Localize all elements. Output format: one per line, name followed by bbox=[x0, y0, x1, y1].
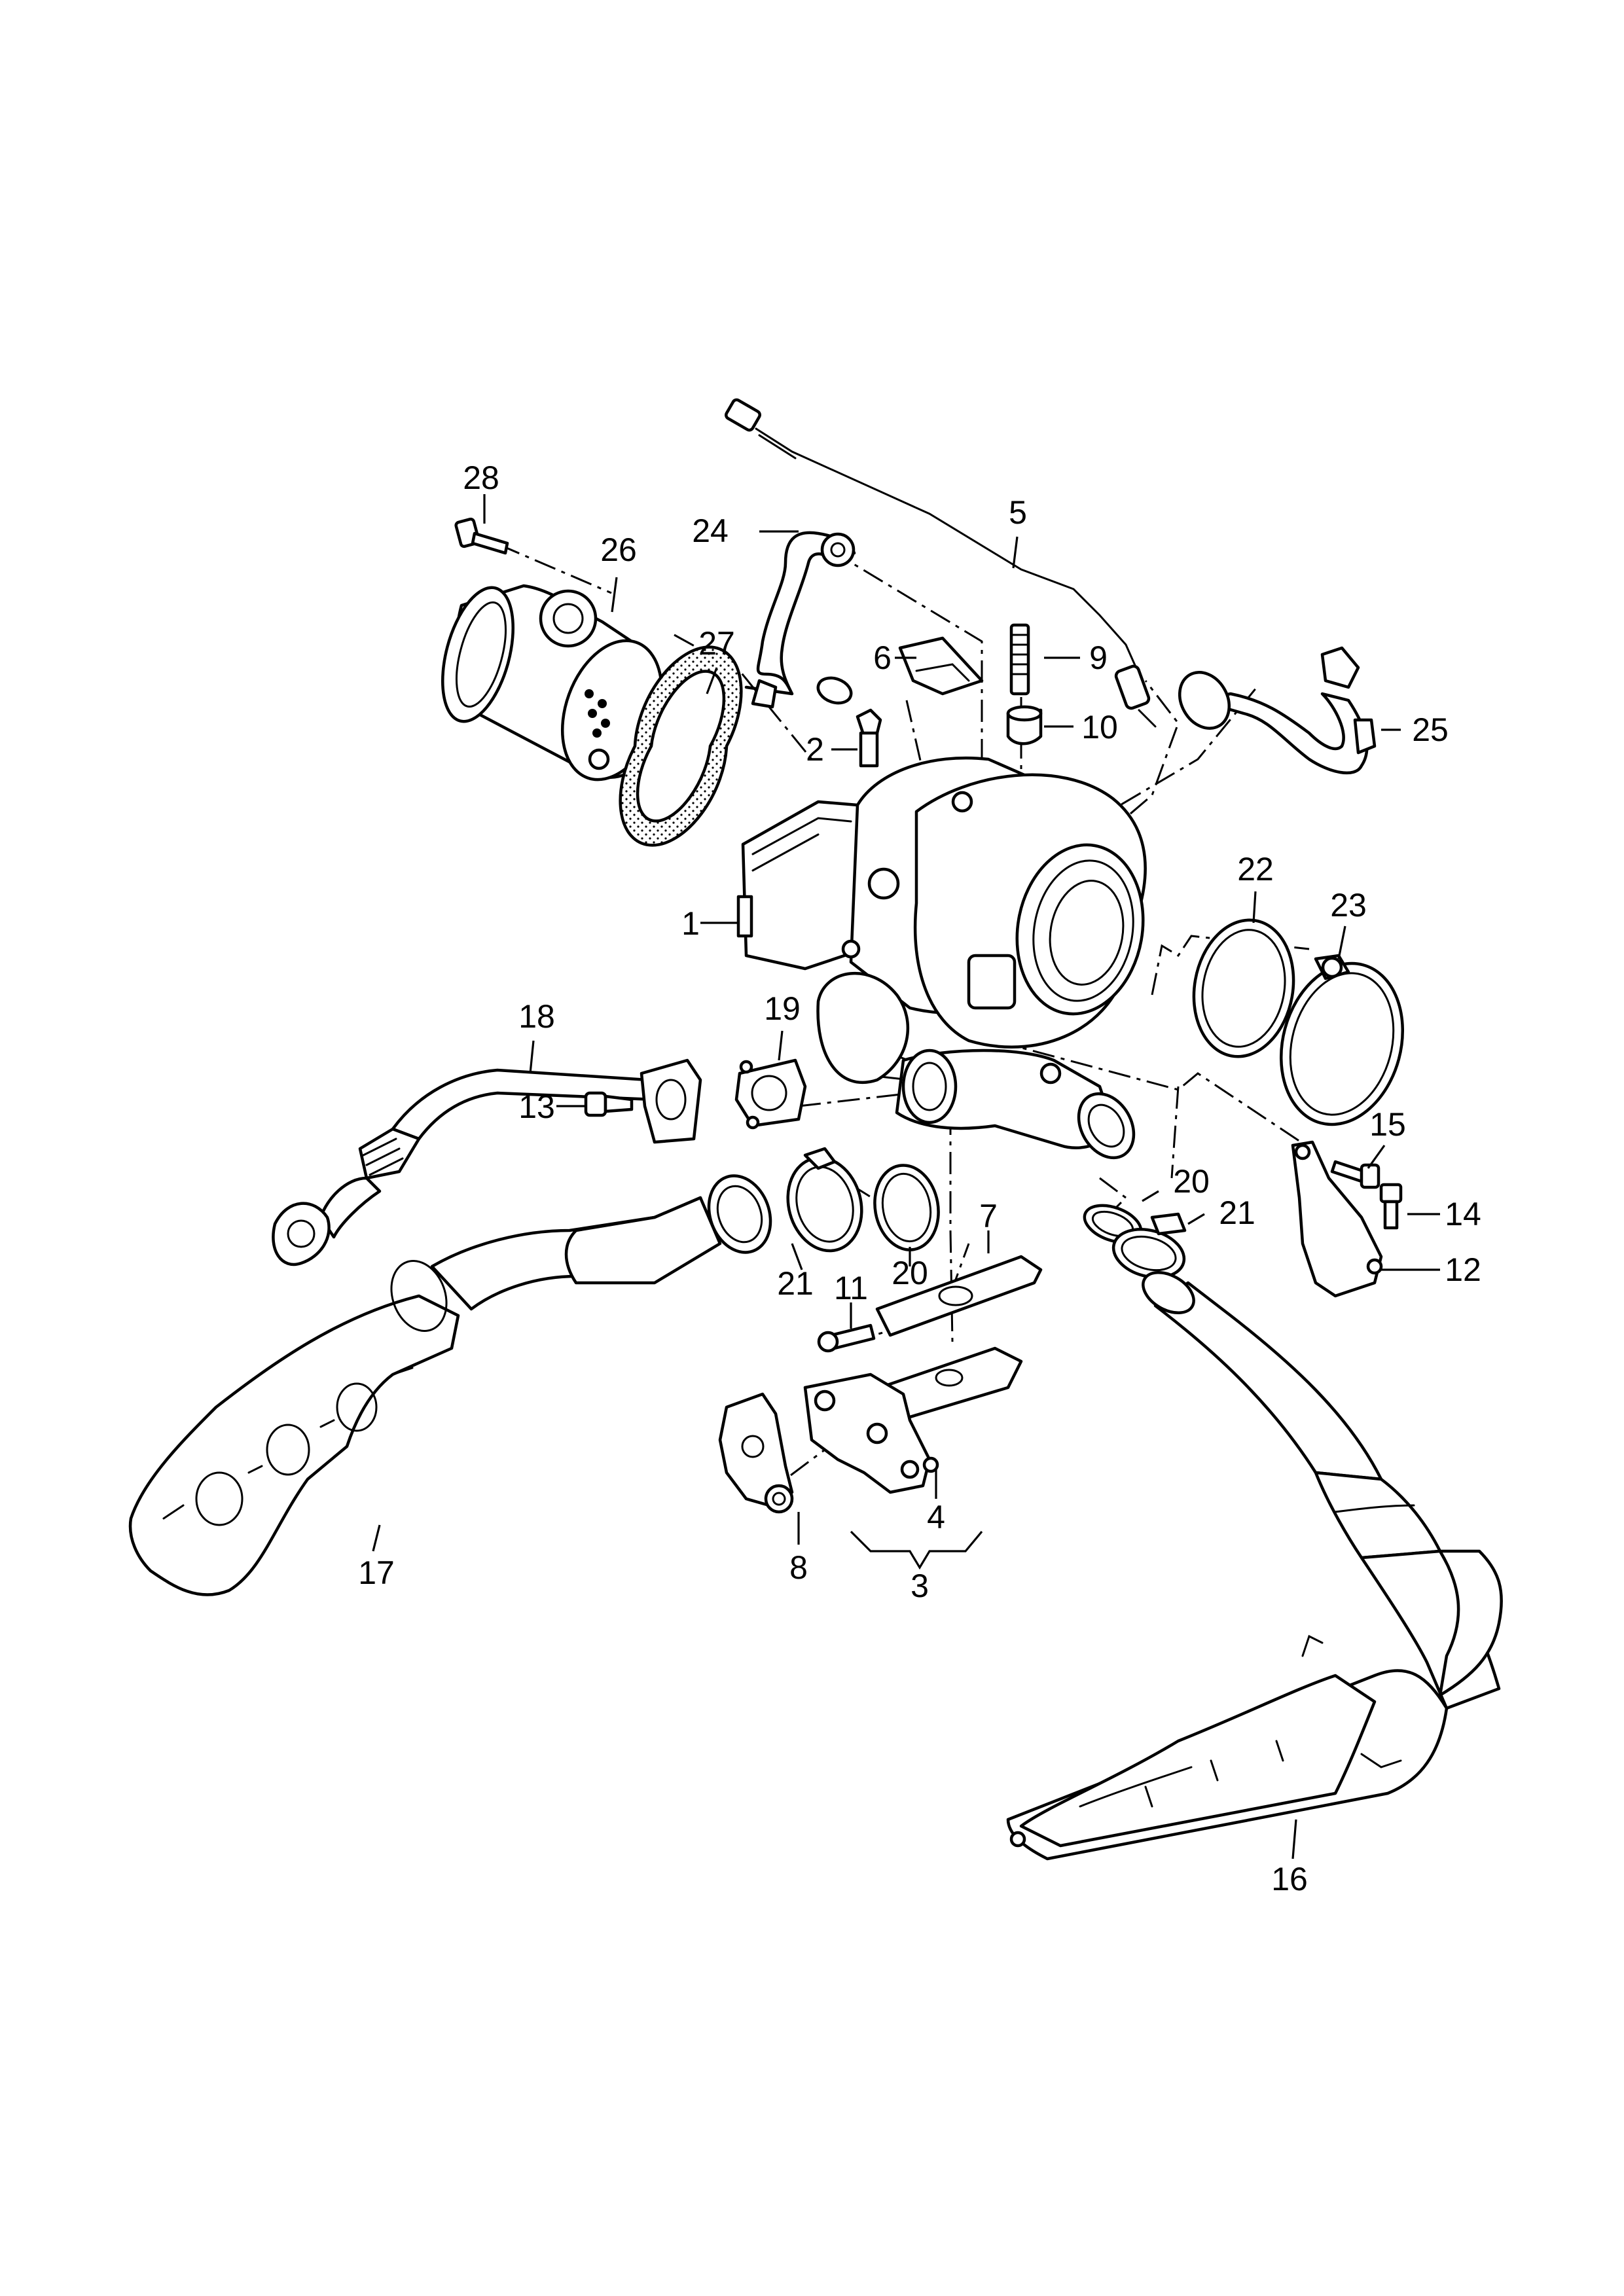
callout-17: 17 bbox=[358, 1554, 395, 1591]
callout-8: 8 bbox=[789, 1549, 808, 1586]
bolt-28 bbox=[454, 517, 509, 555]
clamp-21-left bbox=[786, 1147, 863, 1253]
coolant-pipe-24 bbox=[744, 531, 856, 705]
callout-6: 6 bbox=[873, 639, 892, 676]
seal-ring-22 bbox=[1192, 918, 1295, 1058]
callout-15: 15 bbox=[1369, 1106, 1406, 1143]
gasket-19 bbox=[734, 1058, 807, 1130]
callout-labels: 28 26 27 24 5 6 9 10 2 25 1 22 23 18 19 … bbox=[358, 459, 1481, 1897]
callout-21-left: 21 bbox=[777, 1265, 814, 1302]
callout-5: 5 bbox=[1009, 494, 1027, 531]
callout-22: 22 bbox=[1237, 851, 1274, 888]
callout-20-right: 20 bbox=[1173, 1163, 1210, 1200]
callout-14: 14 bbox=[1445, 1196, 1481, 1232]
callout-28: 28 bbox=[463, 459, 499, 496]
bolt-13 bbox=[584, 1091, 634, 1117]
oil-return-pipe-18 bbox=[272, 1058, 702, 1266]
exhaust-manifold-16 bbox=[1006, 1270, 1503, 1861]
v-band-clamp-23 bbox=[1279, 954, 1405, 1126]
clamp-21-right bbox=[1111, 1212, 1187, 1279]
callout-3: 3 bbox=[911, 1568, 929, 1604]
exhaust-temperature-sensor bbox=[725, 398, 1157, 728]
callout-4: 4 bbox=[927, 1499, 945, 1535]
turbocharger-1 bbox=[736, 756, 1147, 1160]
seal-ring-20-left bbox=[873, 1164, 940, 1251]
callout-25: 25 bbox=[1412, 711, 1449, 748]
callout-2: 2 bbox=[806, 731, 824, 768]
callout-9: 9 bbox=[1089, 639, 1108, 676]
callout-23: 23 bbox=[1330, 887, 1367, 924]
gasket-27 bbox=[619, 645, 778, 847]
callout-1: 1 bbox=[681, 905, 700, 942]
callout-10: 10 bbox=[1081, 709, 1118, 745]
leader-lines bbox=[372, 494, 1440, 1859]
coolant-pipe-25 bbox=[1178, 646, 1377, 775]
sensor-port-dots bbox=[585, 689, 610, 738]
callout-21-right: 21 bbox=[1219, 1194, 1255, 1231]
callout-20-left: 20 bbox=[892, 1255, 928, 1291]
callout-19: 19 bbox=[764, 990, 801, 1027]
bolt-15 bbox=[1330, 1160, 1380, 1189]
bracket-12 bbox=[1291, 1140, 1383, 1298]
bolt-14 bbox=[1379, 1183, 1403, 1230]
small-hardware bbox=[856, 623, 1043, 768]
callout-12: 12 bbox=[1445, 1251, 1481, 1288]
callout-16: 16 bbox=[1271, 1861, 1308, 1897]
callout-27: 27 bbox=[698, 625, 735, 662]
bracket-assembly bbox=[718, 1255, 1043, 1514]
callout-7: 7 bbox=[979, 1198, 998, 1234]
callout-26: 26 bbox=[600, 531, 637, 568]
callout-11: 11 bbox=[834, 1270, 868, 1306]
callout-18: 18 bbox=[518, 998, 555, 1035]
exhaust-manifold-17 bbox=[128, 1174, 772, 1596]
callout-13: 13 bbox=[518, 1088, 555, 1125]
callout-24: 24 bbox=[692, 512, 729, 549]
